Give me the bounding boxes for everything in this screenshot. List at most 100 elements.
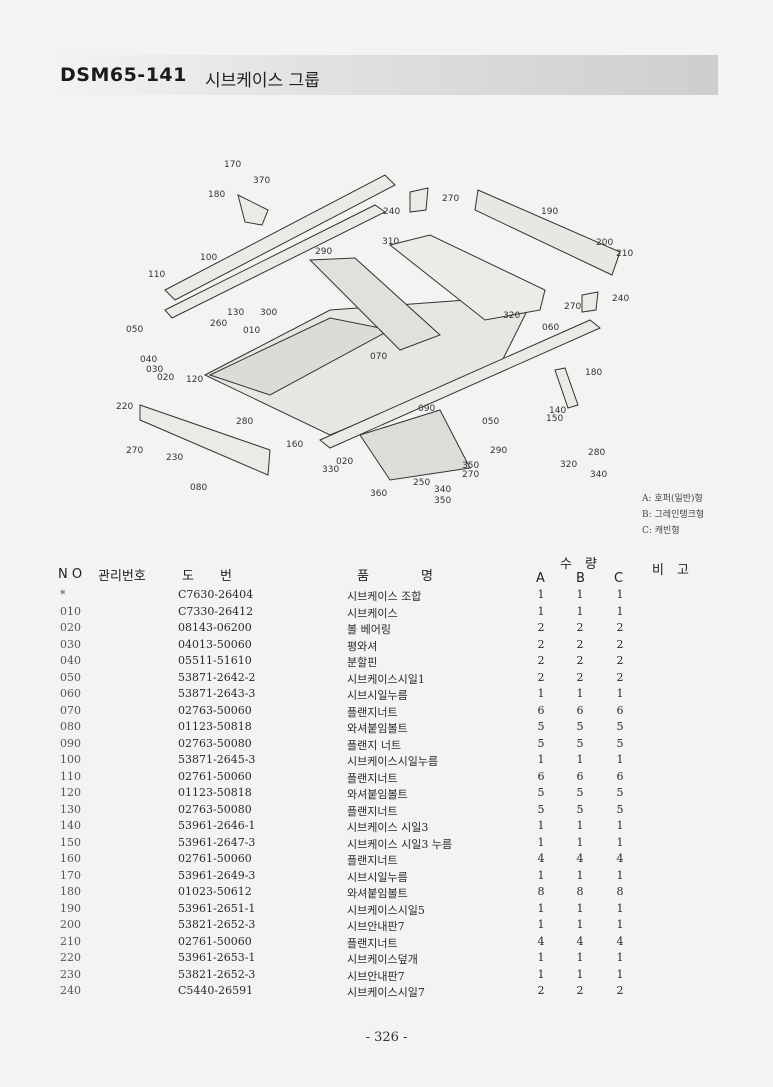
part-name: 플랜지너트 — [347, 854, 398, 867]
part-no: * — [60, 588, 66, 601]
qty-b: 1 — [576, 835, 584, 849]
part-no: 190 — [60, 901, 81, 915]
part-name: 시브안내판7 — [347, 920, 405, 933]
callout-label: 150 — [546, 414, 563, 424]
part-no: 060 — [60, 687, 81, 700]
part-no: 070 — [60, 703, 81, 717]
drawing-number: 05511-51610 — [178, 654, 252, 667]
table-header: N O 관리번호 도 번 품 명 수 량 A B C 비 고 — [0, 553, 773, 589]
part-no: 020 — [60, 621, 81, 634]
drawing-number: 53961-2651-1 — [178, 901, 256, 915]
part-name: 시브시일누름 — [347, 689, 408, 702]
callout-label: 300 — [260, 308, 277, 318]
qty-b: 1 — [576, 918, 584, 931]
callout-label: 080 — [190, 483, 207, 493]
callout-label: 120 — [186, 375, 203, 385]
qty-c: 2 — [616, 984, 624, 997]
qty-b: 6 — [576, 769, 584, 783]
callout-label: 230 — [166, 453, 183, 463]
sieve-floor — [203, 294, 536, 436]
qty-a: 2 — [537, 654, 545, 667]
header-c: C — [614, 571, 624, 586]
qty-a: 1 — [537, 918, 545, 931]
qty-a: 1 — [537, 951, 545, 964]
callout-label: 050 — [126, 325, 143, 335]
part-name: 플랜지너트 — [347, 804, 398, 818]
qty-b: 1 — [576, 901, 584, 915]
header-b: B — [576, 571, 585, 586]
qty-c: 5 — [616, 786, 624, 799]
callout-label: 280 — [588, 448, 605, 458]
qty-a: 5 — [537, 786, 545, 799]
qty-b: 5 — [576, 736, 584, 750]
callout-label: 270 — [442, 194, 459, 204]
callout-label: 330 — [322, 465, 339, 475]
drawing-number: 01123-50818 — [178, 720, 252, 733]
drawing-number: 08143-06200 — [178, 621, 252, 634]
qty-a: 4 — [537, 852, 545, 865]
part-no: 240 — [60, 984, 81, 997]
callout-label: 340 — [434, 485, 451, 495]
callout-label: 310 — [382, 237, 399, 247]
rail-100 — [164, 174, 396, 301]
callout-label: 220 — [116, 402, 133, 412]
drawing-number: C7630-26404 — [178, 588, 254, 601]
qty-c: 1 — [616, 967, 624, 981]
qty-c: 2 — [616, 621, 624, 634]
drawing-number: C5440-26591 — [178, 984, 254, 997]
qty-c: 1 — [616, 604, 624, 618]
header-mgmt: 관리번호 — [98, 569, 146, 584]
qty-c: 2 — [616, 654, 624, 667]
part-name: 시브케이스 시일3 — [347, 821, 429, 834]
part-name: 플랜지너트 — [347, 936, 398, 950]
qty-b: 2 — [576, 984, 584, 997]
qty-a: 1 — [537, 967, 545, 981]
header-a: A — [536, 571, 545, 586]
legend-b: B: 그레인탱크형 — [642, 510, 705, 520]
callout-label: 260 — [210, 319, 227, 329]
qty-b: 4 — [576, 852, 584, 865]
callout-label: 360 — [370, 489, 387, 499]
part-no: 140 — [60, 819, 81, 832]
part-name: 평와셔 — [347, 639, 378, 653]
drawing-number: 02763-50080 — [178, 736, 252, 750]
part-name: 시브안내판7 — [347, 969, 405, 983]
drawing-number: 02761-50060 — [178, 769, 252, 783]
part-no: 210 — [60, 934, 81, 948]
part-name: 시브케이스시일누름 — [347, 755, 439, 768]
header-band — [55, 55, 718, 95]
legend: A: 호퍼(일반)형 B: 그레인탱크형 C: 캐빈형 — [642, 491, 704, 539]
cover-230 — [139, 404, 271, 476]
part-no: 180 — [60, 885, 81, 898]
qty-c: 1 — [616, 687, 624, 700]
callout-label: 270 — [462, 470, 479, 480]
qty-b: 1 — [576, 951, 584, 964]
qty-c: 6 — [616, 703, 624, 717]
callout-label: 190 — [541, 207, 558, 217]
callout-label: 180 — [208, 190, 225, 200]
callout-label: 320 — [503, 311, 520, 321]
drawing-number: C7330-26412 — [178, 604, 254, 618]
qty-b: 2 — [576, 654, 584, 667]
qty-a: 1 — [537, 687, 545, 700]
header-name: 품 명 — [357, 569, 433, 584]
legend-a: A: 호퍼(일반)형 — [642, 494, 703, 504]
qty-a: 2 — [537, 637, 545, 651]
part-name: 시브케이스 시일3 누름 — [347, 837, 453, 851]
part-no: 220 — [60, 951, 81, 964]
callout-label: 240 — [383, 207, 400, 217]
part-name: 시브케이스시일1 — [347, 672, 425, 686]
qty-b: 1 — [576, 588, 584, 601]
qty-a: 6 — [537, 703, 545, 717]
callout-label: 100 — [200, 253, 217, 263]
exploded-parts-diagram: 1701803702402701902002101001102903102402… — [116, 160, 633, 506]
callout-label: 010 — [243, 326, 260, 336]
callout-label: 170 — [224, 160, 241, 170]
